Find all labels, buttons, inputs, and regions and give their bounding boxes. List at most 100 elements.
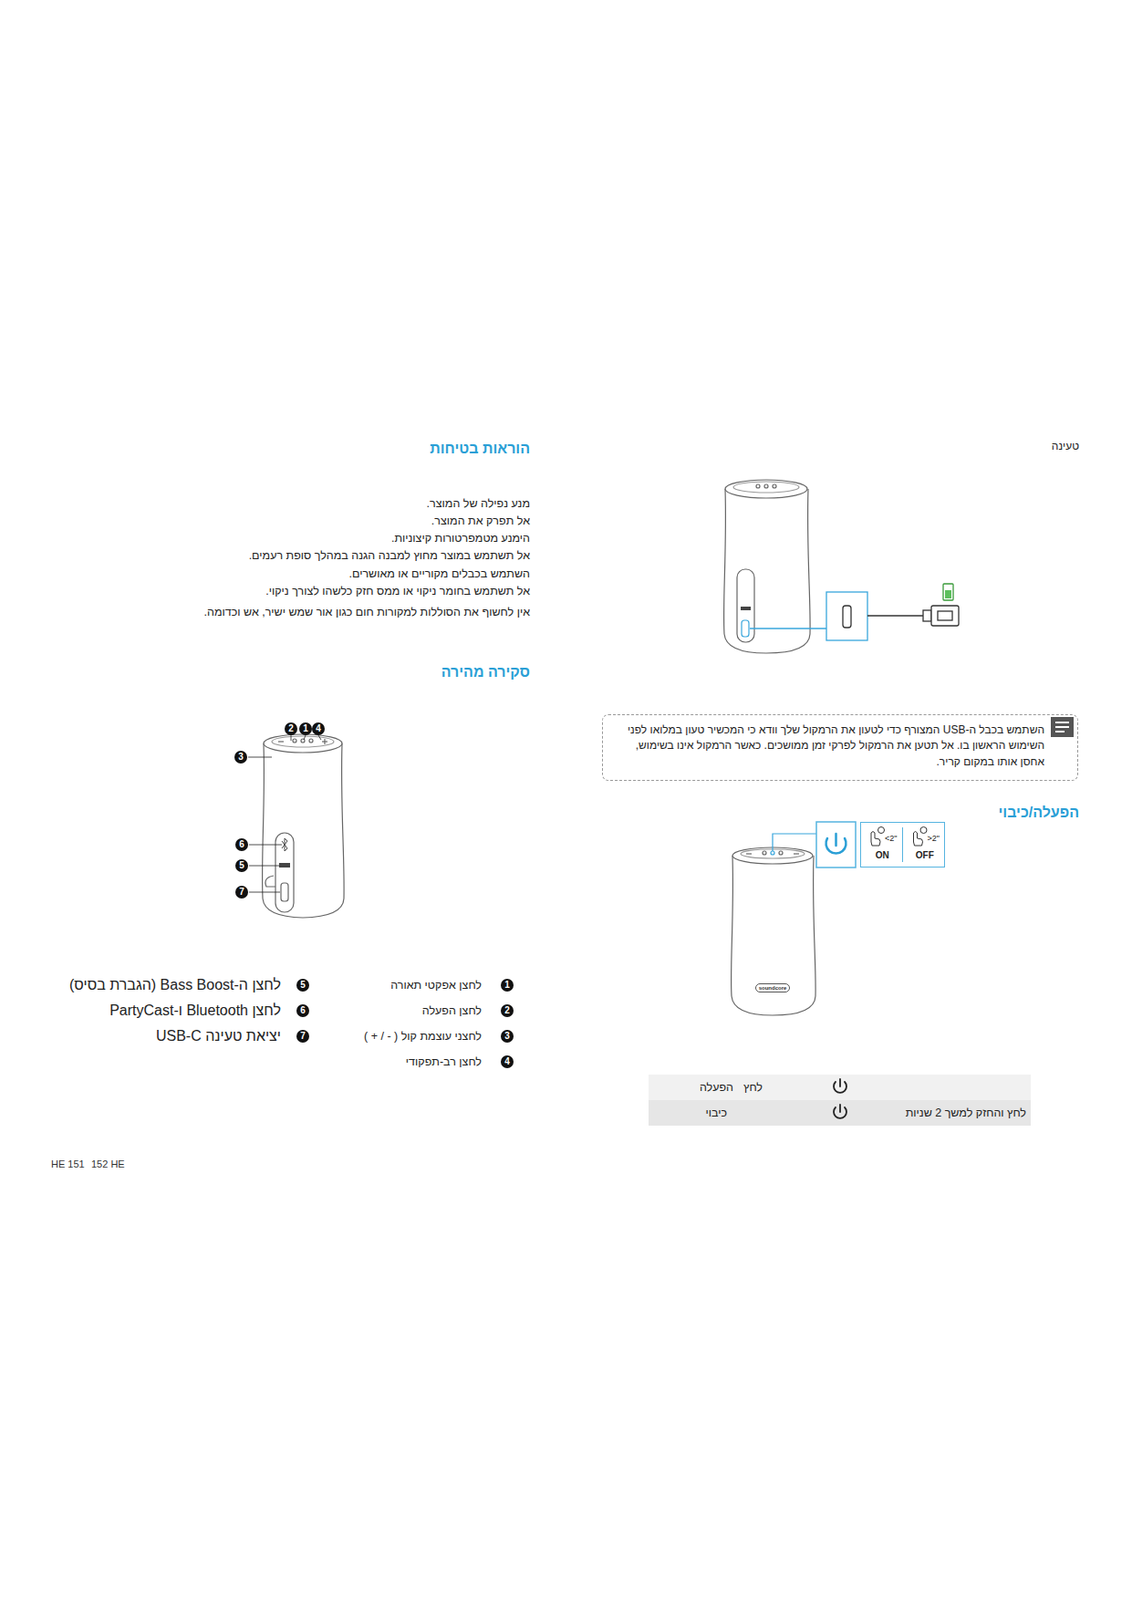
- divider-line: [902, 827, 904, 862]
- table-band: [648, 1074, 1031, 1101]
- page-number: 152 HE: [91, 1158, 125, 1171]
- power-icon: [839, 1104, 842, 1112]
- leader-line: [772, 833, 817, 852]
- note-icon: [1055, 730, 1065, 733]
- callout-number: 6: [235, 838, 249, 852]
- state-label: ON: [875, 850, 890, 861]
- leader-line: [318, 735, 322, 740]
- speaker-illustration: [740, 606, 751, 611]
- rtl-text: טעינה: [1051, 439, 1080, 453]
- speaker-illustration: [725, 479, 808, 499]
- duration-label: <2": [884, 834, 897, 844]
- speaker-illustration: [770, 851, 775, 855]
- speaker-illustration: [793, 852, 800, 854]
- rtl-text: לחצני עוצמת קול ( - / + ): [363, 1029, 482, 1044]
- rtl-text: מנע נפילה של המוצר.: [426, 497, 530, 511]
- speaker-illustration: [309, 738, 313, 743]
- rtl-text: אל תפרק את המוצר.: [431, 514, 530, 529]
- speaker-illustration: [280, 882, 289, 902]
- note-icon: [1055, 726, 1070, 728]
- charging-detail: [931, 605, 959, 626]
- rtl-text: הוראות בטיחות: [429, 439, 530, 457]
- speaker-illustration: [764, 484, 769, 489]
- callout-number: 5: [235, 859, 249, 873]
- speaker-illustration: [778, 851, 783, 855]
- speaker-illustration: [281, 838, 288, 852]
- charging-detail: [826, 591, 868, 641]
- note-box: השתמש בכבל ה-USB המצורף כדי לטעון את הרמ…: [602, 714, 1079, 781]
- callout-number: 4: [500, 1055, 514, 1069]
- speaker-illustration: [731, 847, 817, 1016]
- table-band: [648, 1100, 1031, 1126]
- rtl-text: אין לחשוף את הסוללות למקורות חום כגון או…: [204, 605, 530, 620]
- rtl-text: לחצן אפקטי תאורה: [390, 978, 482, 993]
- rtl-text: השתמש בכבלים מקוריים או מאושרים.: [348, 567, 530, 582]
- note-icon: [1055, 721, 1070, 724]
- leader-line: [772, 833, 817, 852]
- power-button-box: [816, 821, 856, 868]
- callout-number: 4: [311, 722, 325, 736]
- callout-number: 7: [235, 885, 249, 899]
- speaker-illustration: [263, 734, 343, 753]
- duration-box: <2" ON >2" OFF: [860, 821, 946, 868]
- speaker-illustration: [756, 484, 760, 489]
- speaker-illustration: [724, 479, 811, 654]
- state-label: OFF: [915, 850, 935, 861]
- leader-line: [249, 892, 281, 894]
- rtl-text: לחצן הפעלה: [422, 1004, 482, 1018]
- callout-number: 1: [299, 722, 312, 736]
- speaker-illustration: [278, 740, 284, 742]
- duration-label: >2": [927, 834, 940, 844]
- rtl-text: כיבוי: [705, 1106, 727, 1121]
- note-icon: [1050, 716, 1074, 738]
- rtl-text: אל תשתמש בחומר ניקוי או ממס חזק כלשהו לצ…: [265, 584, 530, 599]
- speaker-illustration: [733, 481, 800, 493]
- hand-icon: [913, 830, 923, 846]
- leader-line: [303, 735, 306, 740]
- rtl-text: הימנע מטמפרטורות קיצוניות.: [391, 531, 530, 546]
- charging-detail: [842, 605, 852, 628]
- speaker-illustration: [737, 569, 755, 643]
- speaker-illustration: [746, 852, 752, 854]
- note-text: השתמש בכבל ה-USB המצורף כדי לטעון את הרמ…: [615, 722, 1045, 770]
- callout-number: 2: [500, 1004, 514, 1018]
- speaker-illustration: [279, 862, 291, 868]
- leader-line: [290, 735, 292, 741]
- charging-detail: [943, 583, 954, 601]
- brand-logo: soundcore: [755, 983, 791, 993]
- rtl-text: יציאת טעינה USB-C: [155, 1027, 281, 1045]
- hand-clock-icons: [860, 821, 946, 868]
- rtl-text: אל תשתמש במוצר מחוץ למבנה הגנה במהלך סופ…: [249, 549, 530, 563]
- speaker-illustration: [292, 738, 297, 743]
- page-number: HE 151: [51, 1158, 85, 1171]
- power-button-box: [816, 821, 856, 868]
- leader-line: [248, 735, 322, 893]
- charging-detail: [749, 627, 827, 629]
- speaker-illustration: [762, 851, 767, 855]
- speaker-illustration: [323, 738, 325, 745]
- speaker-illustration: [271, 736, 334, 748]
- callout-number: 3: [234, 750, 248, 764]
- speaker-illustration: [262, 734, 345, 918]
- charging-detail: [749, 583, 959, 641]
- charging-detail: [945, 590, 952, 599]
- callout-number: 6: [296, 1004, 310, 1018]
- charging-detail: [937, 611, 953, 621]
- rtl-text: לחץ והחזק למשך 2 שניות: [905, 1106, 1027, 1121]
- callout-number: 5: [296, 978, 310, 992]
- clock-icon: [920, 826, 927, 833]
- callout-number: 1: [500, 978, 514, 992]
- power-icon: [839, 1079, 842, 1087]
- hand-icon: [871, 830, 881, 846]
- rtl-text: הפעלה/כיבוי: [998, 803, 1080, 821]
- speaker-illustration: [731, 855, 817, 1016]
- rtl-text: הפעלה: [699, 1080, 734, 1095]
- callout-number: 3: [500, 1029, 514, 1043]
- rtl-text: לחץ: [743, 1080, 763, 1095]
- speaker-illustration: [265, 875, 276, 887]
- leader-line: [248, 757, 272, 759]
- table-band: [648, 1074, 1031, 1126]
- clock-icon: [877, 826, 884, 833]
- speaker-illustration: [262, 743, 345, 918]
